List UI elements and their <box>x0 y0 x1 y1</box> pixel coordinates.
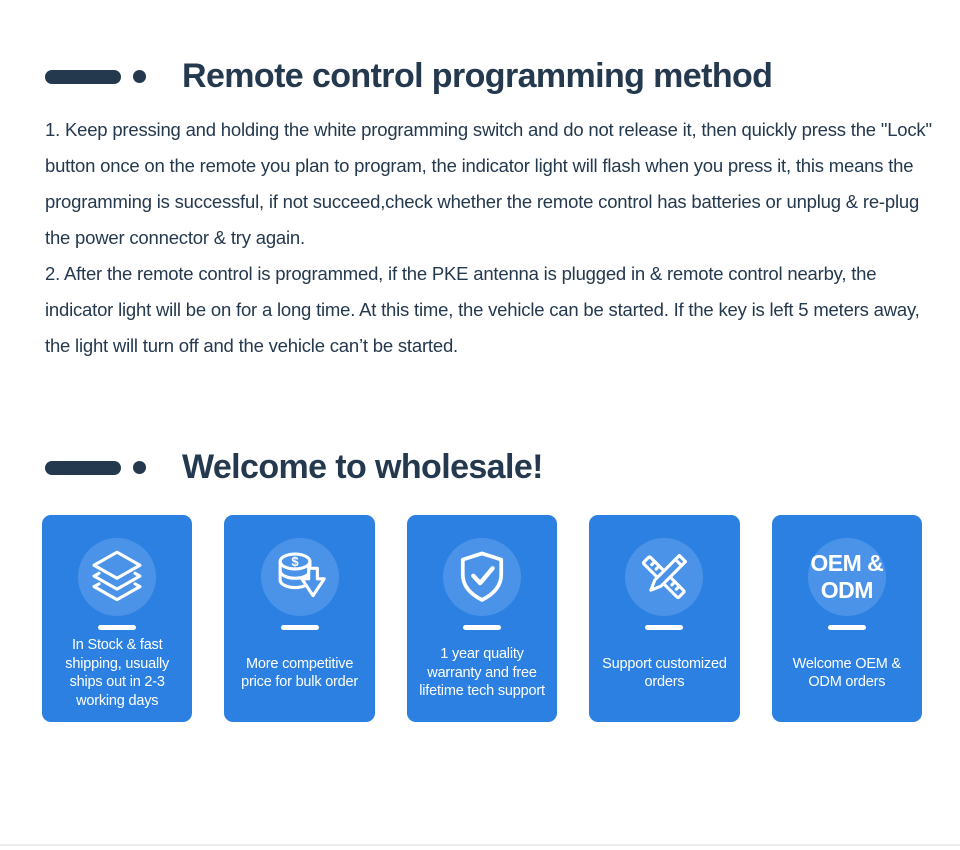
bullet-dot-decoration <box>133 461 146 474</box>
card-label: More competitive price for bulk order <box>241 655 359 691</box>
card-label: Support customized orders <box>602 655 727 691</box>
icon-circle <box>443 538 522 616</box>
bottom-divider-line <box>0 844 960 846</box>
icon-circle <box>78 538 157 616</box>
method-section-header: Remote control programming method <box>45 57 960 96</box>
card-warranty: 1 year quality warranty and free lifetim… <box>406 515 558 722</box>
card-divider <box>645 625 684 630</box>
card-oem-odm: OEM & ODM Welcome OEM & ODM orders <box>771 515 923 722</box>
card-bulk-price: $ More competitive price for bulk order <box>224 515 375 722</box>
bullet-pill-decoration <box>45 69 121 84</box>
icon-circle <box>625 538 704 616</box>
card-label: 1 year quality warranty and free lifetim… <box>419 646 545 700</box>
card-customized-orders: Support customized orders <box>589 515 740 722</box>
method-section-title: Remote control programming method <box>182 57 773 95</box>
layers-icon <box>92 550 142 602</box>
icon-circle: OEM & ODM <box>807 538 886 616</box>
oem-odm-text: OEM & ODM <box>810 550 884 603</box>
method-paragraph-2: 2. After the remote control is programme… <box>45 263 920 356</box>
coins-down-arrow-icon: $ <box>278 552 326 598</box>
bullet-pill-decoration <box>45 460 121 475</box>
bullet-dot-decoration <box>133 70 146 83</box>
pencil-ruler-icon <box>642 553 688 600</box>
wholesale-section-header: Welcome to wholesale! <box>45 448 960 487</box>
card-divider <box>98 625 137 630</box>
card-label: In Stock & fast shipping, usually ships … <box>65 637 170 709</box>
svg-text:$: $ <box>291 554 299 569</box>
card-label: Welcome OEM & ODM orders <box>792 655 902 691</box>
wholesale-cards-row: In Stock & fast shipping, usually ships … <box>42 515 923 722</box>
card-stock-shipping: In Stock & fast shipping, usually ships … <box>42 515 193 722</box>
card-divider <box>280 625 319 630</box>
wholesale-section-title: Welcome to wholesale! <box>182 448 543 486</box>
icon-circle: $ <box>260 538 339 616</box>
card-divider <box>827 625 866 630</box>
card-divider <box>463 625 502 630</box>
shield-check-icon <box>460 551 504 602</box>
method-paragraph-1: 1. Keep pressing and holding the white p… <box>45 119 932 248</box>
method-paragraphs: 1. Keep pressing and holding the white p… <box>45 112 936 364</box>
